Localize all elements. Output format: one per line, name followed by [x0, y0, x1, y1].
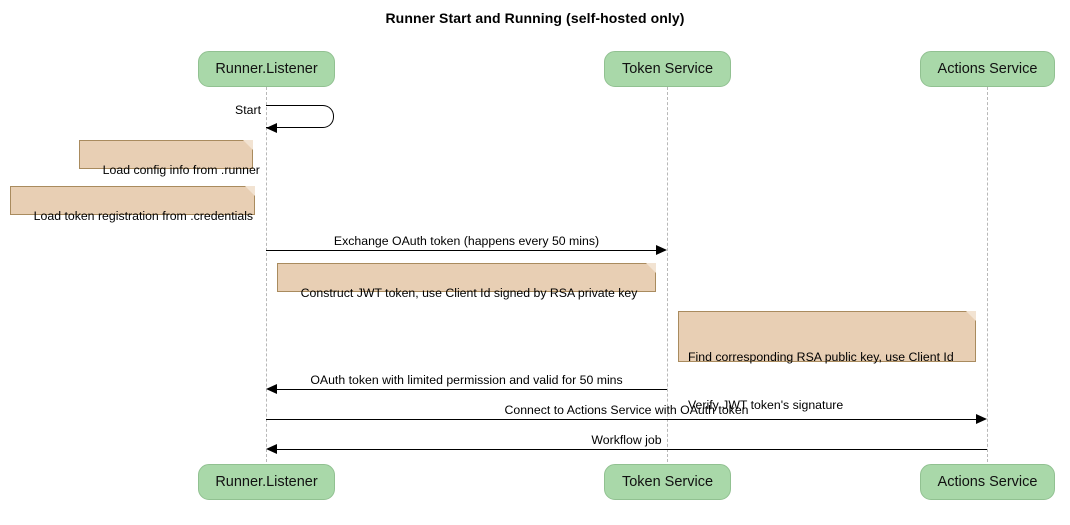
participant-token-bottom[interactable]: Token Service [604, 464, 731, 500]
message-label-start: Start [235, 103, 261, 117]
participant-label: Token Service [621, 474, 714, 490]
message-label-workflow-job: Workflow job [591, 433, 662, 447]
participant-label: Actions Service [937, 474, 1038, 490]
note-fold-icon [966, 311, 976, 321]
note-fold-icon [243, 140, 253, 150]
note-text: Load token registration from .credential… [33, 209, 254, 223]
note-load-config: Load config info from .runner [79, 140, 260, 177]
participant-actions-top[interactable]: Actions Service [920, 51, 1055, 87]
arrowhead-workflow-job [266, 443, 277, 454]
lifeline-runner [266, 87, 267, 462]
lifeline-actions [987, 87, 988, 462]
participant-label: Token Service [621, 61, 714, 77]
arrowhead-oauth-token-response [266, 383, 277, 394]
participant-label: Actions Service [937, 61, 1038, 77]
message-label-exchange-oauth-token: Exchange OAuth token (happens every 50 m… [333, 234, 600, 248]
participant-runner-bottom[interactable]: Runner.Listener [198, 464, 335, 500]
message-line-connect-actions-service [266, 419, 976, 420]
message-label-connect-actions-service: Connect to Actions Service with OAuth to… [504, 403, 749, 417]
note-fold-icon [646, 263, 656, 273]
message-line-exchange-oauth-token [266, 250, 656, 251]
lifeline-token [667, 87, 668, 462]
message-self-loop-start [266, 105, 334, 128]
note-verify-jwt-signature: Find corresponding RSA public key, use C… [678, 311, 976, 412]
note-text: Construct JWT token, use Client Id signe… [300, 286, 638, 300]
arrowhead-exchange-oauth-token [656, 244, 667, 255]
note-text-line2: Verify JWT token's signature [688, 398, 844, 412]
message-line-workflow-job [277, 449, 987, 450]
participant-runner-top[interactable]: Runner.Listener [198, 51, 335, 87]
note-load-token-registration: Load token registration from .credential… [10, 186, 255, 223]
message-line-oauth-token-response [277, 389, 667, 390]
participant-actions-bottom[interactable]: Actions Service [920, 464, 1055, 500]
message-label-oauth-token-response: OAuth token with limited permission and … [310, 373, 623, 387]
arrowhead-start [266, 122, 277, 133]
participant-token-top[interactable]: Token Service [604, 51, 731, 87]
note-text: Load config info from .runner [102, 163, 260, 177]
arrowhead-connect-actions-service [976, 413, 987, 424]
note-text-line1: Find corresponding RSA public key, use C… [688, 350, 954, 364]
diagram-title: Runner Start and Running (self-hosted on… [385, 10, 685, 26]
note-fold-icon [245, 186, 255, 196]
participant-label: Runner.Listener [215, 61, 318, 77]
note-construct-jwt-token: Construct JWT token, use Client Id signe… [277, 263, 656, 300]
participant-label: Runner.Listener [215, 474, 318, 490]
